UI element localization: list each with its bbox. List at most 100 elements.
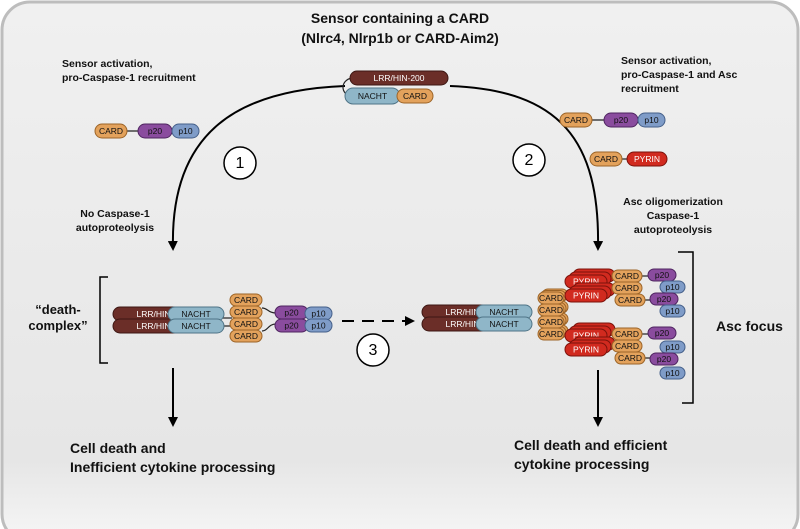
step-2-label: 2 <box>525 152 534 169</box>
card-domain: CARD <box>396 88 434 104</box>
sensor-activation-right-2: pro-Caspase-1 and Asc <box>621 69 738 81</box>
card-domain-label: CARD <box>615 271 639 281</box>
asc-oligomerization-line-1: Asc oligomerization <box>623 196 723 208</box>
p10-domain: p10 <box>171 123 200 139</box>
lrr-domain-label: LRR/HIN-200 <box>136 321 187 331</box>
p10-domain: p10 <box>659 340 686 354</box>
linker-line <box>261 307 277 314</box>
card-domain: CARD <box>229 317 263 331</box>
title-line-1: Sensor containing a CARD <box>310 10 490 26</box>
p20-domain: p20 <box>603 112 639 128</box>
nacht-domain: NACHT <box>475 316 533 332</box>
nacht-domain: NACHT <box>167 318 225 334</box>
card-domain: CARD <box>611 269 643 283</box>
card-domain-label: CARD <box>99 126 123 136</box>
p10-domain: p10 <box>304 318 333 333</box>
death-complex-label-2: complex” <box>28 318 88 333</box>
pyrin-domain: PYRIN <box>564 342 608 357</box>
p10-domain-label: p10 <box>311 320 325 330</box>
step-3-circle: 3 <box>356 333 390 367</box>
nacht-domain-label: NACHT <box>181 309 210 319</box>
p20-domain-label: p20 <box>655 270 669 280</box>
card-domain-label: CARD <box>234 307 258 317</box>
nacht-domain-label: NACHT <box>489 319 518 329</box>
p10-domain: p10 <box>304 306 333 321</box>
arrow-path-2 <box>449 85 604 251</box>
card-domain: CARD <box>614 351 646 365</box>
p20-domain: p20 <box>137 123 173 139</box>
p20-domain: p20 <box>649 352 679 366</box>
card-domain: CARD <box>229 329 263 343</box>
pyrin-domain-label: PYRIN <box>573 276 599 286</box>
p20-domain-label: p20 <box>284 307 298 317</box>
card-domain: CARD <box>537 315 565 329</box>
p10-domain-label: p10 <box>665 282 679 292</box>
card-domain-label: CARD <box>234 295 258 305</box>
card-domain: CARD <box>537 303 565 317</box>
card-domain: CARD <box>611 339 643 353</box>
linker-line <box>261 323 277 332</box>
pyrin-domain-label: PYRIN <box>634 154 660 164</box>
p20-domain-label: p20 <box>148 126 162 136</box>
outcome-left-line-2: Inefficient cytokine processing <box>70 459 276 475</box>
step-3-label: 3 <box>369 342 378 359</box>
card-domain: CARD <box>611 327 643 341</box>
outcome-right-line-1: Cell death and efficient <box>514 437 668 453</box>
nacht-domain-label: NACHT <box>181 321 210 331</box>
sensor-activation-left-1: Sensor activation, <box>62 58 153 70</box>
card-domain: CARD <box>537 327 565 341</box>
step-1-label: 1 <box>236 155 245 172</box>
card-domain-label: CARD <box>234 319 258 329</box>
p20-domain: p20 <box>647 326 677 340</box>
asc-focus-bracket <box>678 251 694 404</box>
card-domain: CARD <box>229 305 263 319</box>
card-domain-label: CARD <box>618 353 642 363</box>
card-domain-label: CARD <box>615 341 639 351</box>
card-domain-label: CARD <box>564 115 588 125</box>
lrr-domain-label: LRR/HIN-200 <box>445 319 496 329</box>
death-complex-bracket <box>99 276 108 364</box>
asc-oligomerization-line-3: autoproteolysis <box>633 224 713 236</box>
step-2-circle: 2 <box>512 143 546 177</box>
p10-domain: p10 <box>659 366 686 380</box>
card-domain: CARD <box>614 293 646 307</box>
lrr-domain-label: LRR/HIN-200 <box>136 309 187 319</box>
outcome-right-line-2: cytokine processing <box>514 456 650 472</box>
sensor-activation-left-2: pro-Caspase-1 recruitment <box>62 72 196 84</box>
pyrin-domain: PYRIN <box>564 288 608 303</box>
card-domain-label: CARD <box>615 283 639 293</box>
card-domain-label: CARD <box>615 329 639 339</box>
p10-domain-label: p10 <box>665 306 679 316</box>
p20-domain-label: p20 <box>284 320 298 330</box>
asc-focus-label: Asc focus <box>716 318 783 334</box>
sensor-activation-right-3: recruitment <box>621 83 679 95</box>
card-domain-label: CARD <box>539 293 563 303</box>
card-domain: CARD <box>94 123 128 139</box>
sensor-activation-right-1: Sensor activation, <box>621 55 712 67</box>
asc-oligomerization-line-2: Caspase-1 <box>646 210 700 222</box>
p10-domain-label: p10 <box>311 308 325 318</box>
nacht-domain-label: NACHT <box>489 307 518 317</box>
p10-domain: p10 <box>659 304 686 318</box>
p10-domain: p10 <box>637 112 666 128</box>
card-domain-label: CARD <box>618 295 642 305</box>
lrr-domain: LRR/HIN-200 <box>349 70 449 86</box>
card-domain: CARD <box>589 151 623 167</box>
lrr-domain-label: LRR/HIN-200 <box>373 73 424 83</box>
pyrin-domain-label: PYRIN <box>573 344 599 354</box>
lrr-domain-label: LRR/HIN-200 <box>445 307 496 317</box>
p20-domain: p20 <box>274 305 309 320</box>
card-domain: CARD <box>611 281 643 295</box>
p10-domain-label: p10 <box>178 126 192 136</box>
p20-domain: p20 <box>274 318 309 333</box>
p10-domain-label: p10 <box>665 342 679 352</box>
card-domain-label: CARD <box>539 329 563 339</box>
card-domain-label: CARD <box>403 91 427 101</box>
no-caspase-line-2: autoproteolysis <box>75 222 155 234</box>
title-line-2: (Nlrc4, Nlrp1b or CARD-Aim2) <box>301 30 499 46</box>
outcome-left-line-1: Cell death and <box>70 440 166 456</box>
card-domain-label: CARD <box>539 305 563 315</box>
p20-domain-label: p20 <box>657 354 671 364</box>
